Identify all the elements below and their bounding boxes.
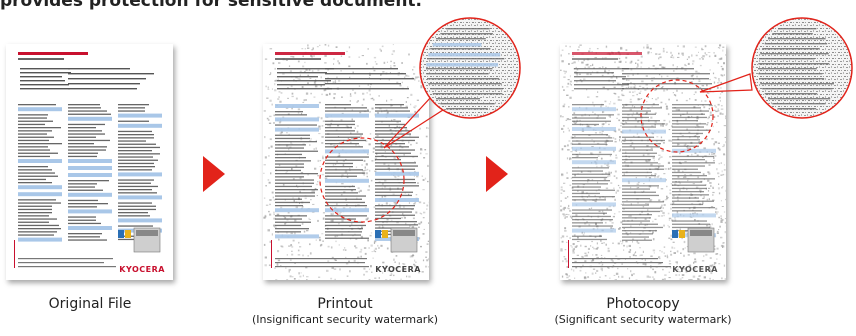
- brand-logo: KYOCERA: [119, 265, 165, 274]
- photocopy-document-thumbnail: KYOCERA: [560, 44, 726, 280]
- brand-logo: KYOCERA: [672, 265, 718, 274]
- headline: provides protection for sensitive docume…: [0, 0, 423, 11]
- caption-main: Printout: [317, 296, 373, 312]
- original-document-thumbnail: KYOCERA: [6, 44, 173, 280]
- caption-sub: (Significant security watermark): [554, 313, 732, 326]
- caption-printout: Printout (Insignificant security waterma…: [250, 296, 440, 326]
- printout-document-thumbnail: KYOCERA: [263, 44, 429, 280]
- next-arrow-icon: [203, 156, 225, 192]
- caption-photocopy: Photocopy (Significant security watermar…: [548, 296, 738, 326]
- next-arrow-icon: [486, 156, 508, 192]
- caption-original: Original File: [0, 296, 180, 313]
- caption-main: Photocopy: [606, 296, 680, 312]
- caption-main: Original File: [48, 296, 132, 312]
- brand-logo: KYOCERA: [375, 265, 421, 274]
- caption-sub: (Insignificant security watermark): [251, 313, 438, 326]
